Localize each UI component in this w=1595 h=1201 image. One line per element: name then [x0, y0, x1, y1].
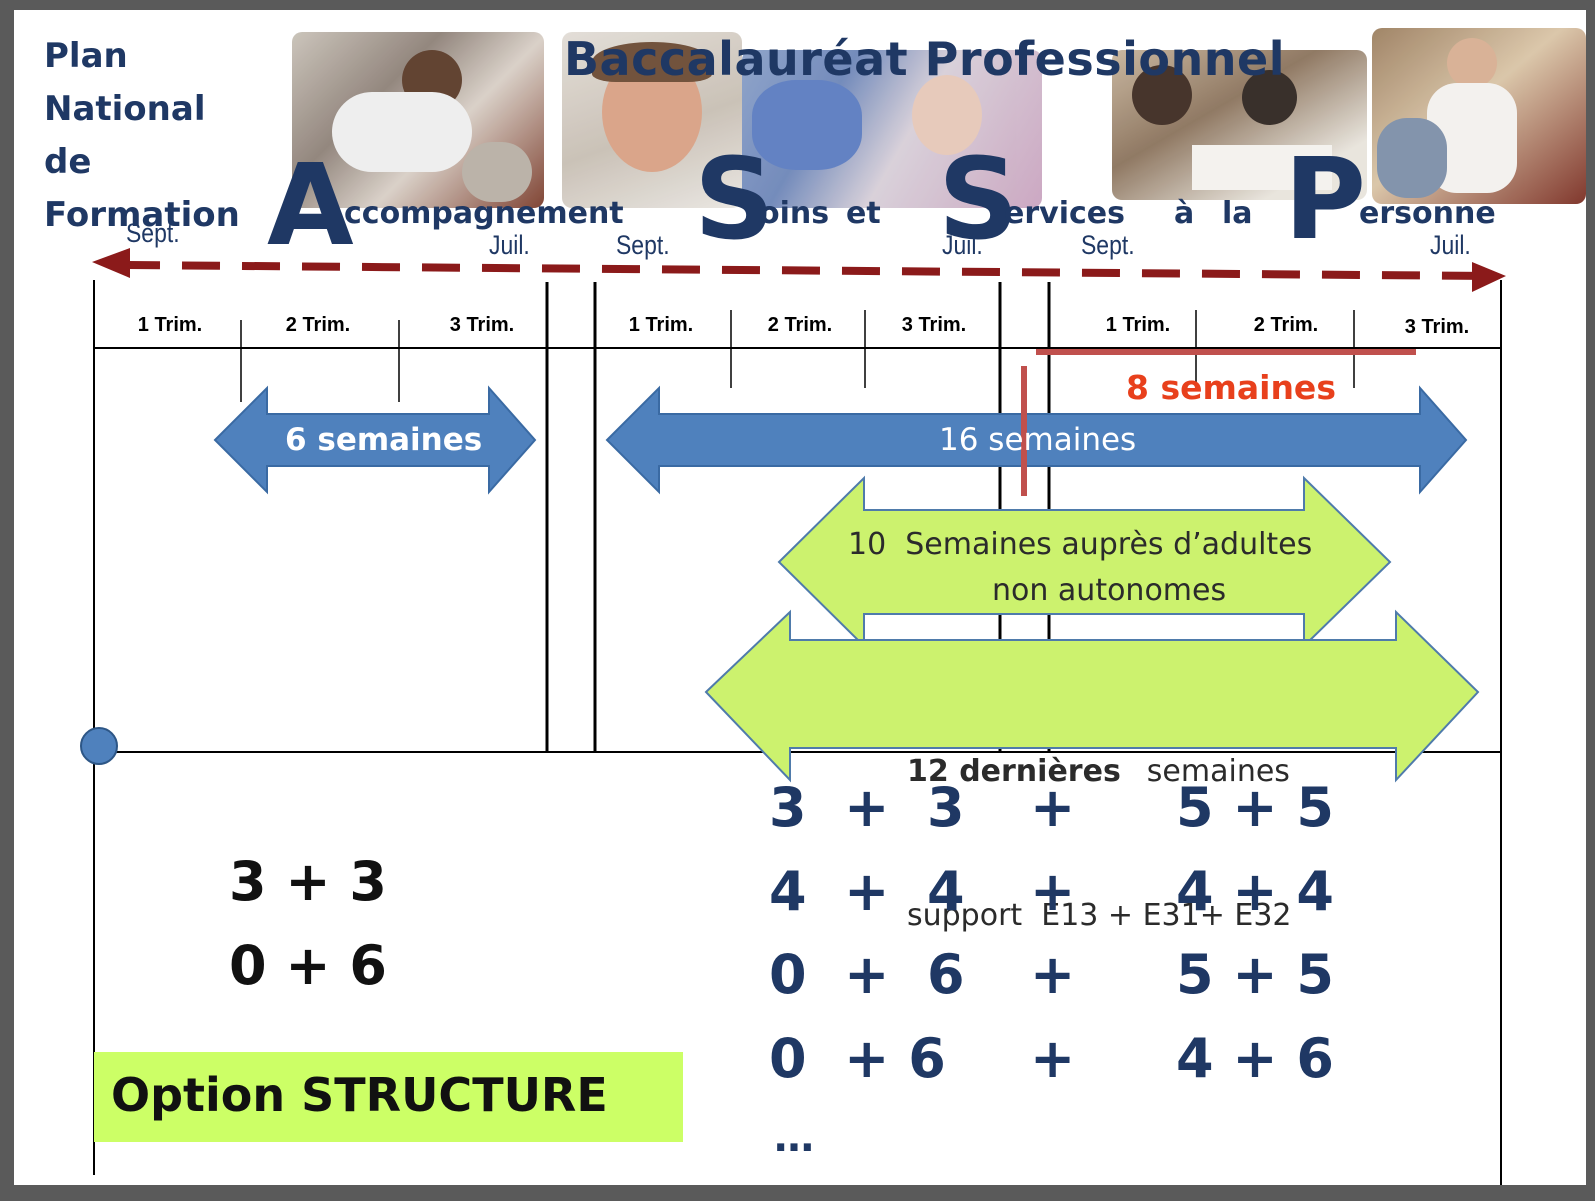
right-combo-a: 0 + 6 — [769, 1027, 946, 1090]
combo-ellipsis: … — [774, 1115, 814, 1161]
six-weeks-label: 6 semaines — [285, 422, 483, 458]
right-combo-a: 4 + 4 — [769, 860, 965, 923]
year1-end-label: Juil. — [489, 230, 530, 260]
acronym-word-p: ersonne — [1359, 196, 1496, 231]
year3-end-label: Juil. — [1430, 230, 1471, 260]
timeline-dashed-line — [121, 261, 1491, 280]
twelve-weeks-line2: support E13 + E31+ E32 — [907, 898, 1292, 933]
elderly-hands-photo — [742, 50, 1042, 208]
acronym-word-a-accent: à — [1174, 196, 1195, 231]
right-combo-plus: + — [1030, 776, 1076, 839]
right-combo-a: 3 + 3 — [769, 776, 965, 839]
ten-weeks-arrow — [777, 475, 1392, 649]
ten-weeks-label: 10 Semaines auprès d’adultes non autonom… — [834, 522, 1394, 614]
eight-weeks-label: 8 semaines — [1126, 368, 1336, 407]
sixteen-weeks-label: 16 semaines — [939, 422, 1137, 458]
ten-weeks-line1: 10 Semaines auprès d’adultes — [848, 527, 1313, 562]
sixteen-weeks-arrow — [605, 385, 1468, 495]
left-combo: 0 + 6 — [229, 934, 387, 997]
left-combo: 3 + 3 — [229, 850, 387, 913]
acronym-letter-a: A — [267, 141, 354, 271]
plan-national-label: Plan National de Formation — [44, 30, 240, 242]
child-portrait-photo — [562, 32, 742, 208]
trimester-label: 2 Trim. — [1253, 314, 1319, 336]
timeline-arrowhead-right — [1472, 262, 1506, 292]
right-combo-b: 5 + 5 — [1176, 943, 1334, 1006]
trimester-label: 1 Trim. — [137, 314, 203, 336]
students-writing-photo — [1112, 50, 1367, 200]
plan-label-line: Plan — [44, 36, 128, 76]
option-structure-label: Option STRUCTURE — [111, 1068, 608, 1122]
right-combo-plus: + — [1030, 860, 1076, 923]
timeline-diagram — [80, 248, 1506, 1185]
timeline-start-marker — [80, 727, 118, 765]
twelve-weeks-arrow — [704, 609, 1480, 783]
trimester-label: 2 Trim. — [767, 314, 833, 336]
acronym-word-s1: oins — [759, 196, 830, 231]
twelve-weeks-label: 12 dernières semaines support E13 + E31+ … — [907, 652, 1292, 1036]
year2-start-label: Sept. — [616, 230, 670, 260]
acronym-letter-s2: S — [938, 135, 1019, 265]
plan-label-line: de — [44, 142, 92, 182]
right-combo-a: 0 + 6 — [769, 943, 965, 1006]
right-combo-b: 4 + 4 — [1176, 860, 1334, 923]
year1-start-label: Sept. — [126, 218, 180, 248]
acronym-word-a: ccompagnement — [344, 196, 624, 231]
right-combo-plus: + — [1030, 943, 1076, 1006]
trimester-label: 3 Trim. — [449, 314, 515, 336]
acronym-word-s2: ervices — [1004, 196, 1125, 231]
acronym-word-et: et — [846, 196, 881, 231]
trimester-label: 1 Trim. — [1105, 314, 1171, 336]
slide: Plan National de Formation Baccalauréat … — [14, 10, 1586, 1185]
year3-start-label: Sept. — [1081, 230, 1135, 260]
trimester-label: 1 Trim. — [628, 314, 694, 336]
plan-label-line: Formation — [44, 195, 240, 235]
trimester-label: 3 Trim. — [901, 314, 967, 336]
timeline-arrowhead-left — [92, 248, 130, 278]
right-combo-plus: + — [1030, 1027, 1076, 1090]
twelve-weeks-line1: 12 dernières semaines — [907, 748, 1292, 796]
caregiver-patient-photo — [1372, 28, 1586, 204]
ten-weeks-line2: non autonomes — [992, 573, 1227, 608]
twelve-weeks-bold: 12 dernières — [907, 754, 1121, 789]
plan-label-line: National — [44, 89, 206, 129]
twelve-weeks-rest: semaines — [1146, 754, 1290, 789]
acronym-letter-s1: S — [694, 135, 775, 265]
nurse-care-photo — [292, 32, 544, 208]
acronym-word-la: la — [1222, 196, 1253, 231]
right-combo-b: 4 + 6 — [1176, 1027, 1334, 1090]
page-title: Baccalauréat Professionnel — [564, 32, 1285, 86]
right-combo-b: 5 + 5 — [1176, 776, 1334, 839]
trimester-label: 2 Trim. — [285, 314, 351, 336]
acronym-letter-p: P — [1284, 135, 1367, 265]
year2-end-label: Juil. — [942, 230, 983, 260]
six-weeks-arrow — [213, 385, 537, 495]
option-structure-box: Option STRUCTURE — [94, 1052, 683, 1142]
trimester-label: 3 Trim. — [1404, 316, 1470, 338]
